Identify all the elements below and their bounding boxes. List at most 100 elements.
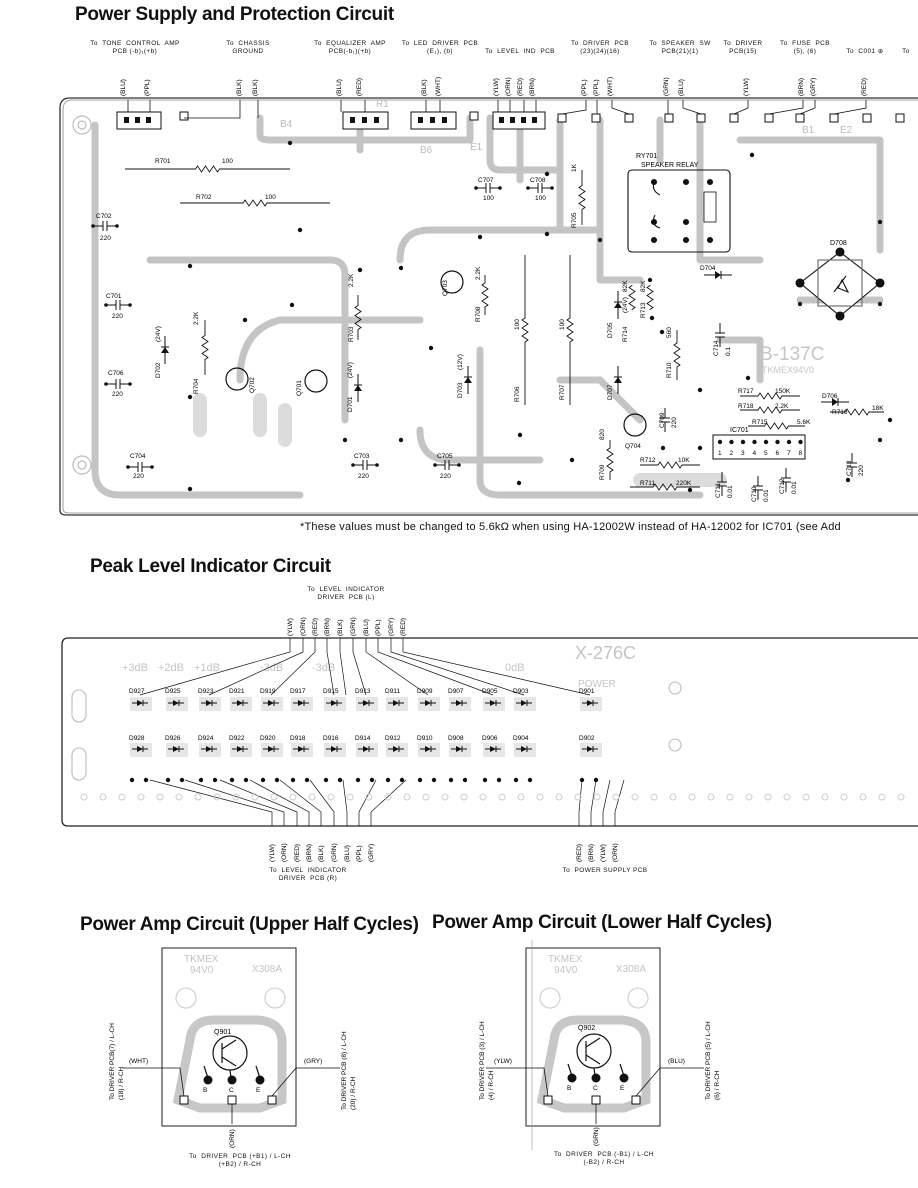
svg-text:220K: 220K xyxy=(676,480,692,487)
amp-lower-left-wire: (YLW) xyxy=(494,1058,512,1065)
led-d909: D909 xyxy=(417,688,440,711)
svg-text:0.1: 0.1 xyxy=(725,347,732,356)
diode-d702: D702(24V) xyxy=(155,326,169,378)
amp-lower-leads xyxy=(486,1067,704,1124)
svg-text:R702: R702 xyxy=(196,194,212,201)
peak-top-wire-color: (ORN) xyxy=(300,617,307,636)
ic701 xyxy=(712,434,806,460)
svg-text:C702: C702 xyxy=(96,213,112,220)
svg-text:R716: R716 xyxy=(832,409,848,416)
svg-text:D904: D904 xyxy=(513,735,529,742)
svg-text:D902: D902 xyxy=(579,735,595,742)
psu-wire-color: (GRN) xyxy=(663,77,670,96)
amp-lower-maker: TKMEX xyxy=(548,954,583,965)
silk-maker: TKMEX94V0 xyxy=(762,365,814,375)
amp-upper-right-label: To DRIVER PCB (8) / L-CH(20) / R-CH xyxy=(341,1031,357,1110)
svg-text:100: 100 xyxy=(514,319,521,330)
svg-text:R713: R713 xyxy=(640,302,647,318)
peak-bottom-label: To LEVEL INDICATOR DRIVER PCB (R) xyxy=(269,867,347,882)
svg-text:D916: D916 xyxy=(323,735,339,742)
silk-m3db: -3dB xyxy=(260,662,283,674)
svg-text:R717: R717 xyxy=(738,388,754,395)
q901-pin-c: C xyxy=(229,1087,234,1094)
svg-text:D908: D908 xyxy=(448,735,464,742)
silk-b1: B1 xyxy=(802,125,815,136)
peak-top-wire-color: (BLK) xyxy=(337,619,344,636)
speaker-relay xyxy=(627,169,731,253)
peak-top-wire-color: (RED) xyxy=(400,618,407,636)
amp-lower-right-label: To DRIVER PCB (5) / L-CH(6) / R-CH xyxy=(705,1021,721,1100)
solder-points xyxy=(187,140,893,493)
svg-text:D907: D907 xyxy=(448,688,464,695)
diode-d705: D705(24V) xyxy=(607,291,629,338)
amp-upper-94v0: 94V0 xyxy=(190,965,214,976)
amp-lower-bottom-label: To DRIVER PCB (-B1) / L-CH (-B2) / R-CH xyxy=(553,1151,655,1166)
amp-upper-silk: TKMEX 94V0 X308A xyxy=(184,954,282,976)
svg-text:D706: D706 xyxy=(822,393,838,400)
psu-note: *These values must be changed to 5.6kΩ w… xyxy=(300,521,841,533)
svg-text:D925: D925 xyxy=(165,688,181,695)
ic-pin-label: 7 xyxy=(787,450,791,457)
silk-e1: E1 xyxy=(470,142,483,153)
amp-upper-pads xyxy=(179,1075,277,1105)
psu-wire-color: (BLK) xyxy=(236,79,243,96)
svg-text:C710: C710 xyxy=(751,486,758,502)
psu-connector-label: To EQUALIZER AMP PCB(-b₁)(+b) xyxy=(314,40,386,55)
resistor-r713: R713 82K xyxy=(640,280,654,318)
led-d907: D907 xyxy=(448,688,471,711)
svg-text:R712: R712 xyxy=(640,457,656,464)
svg-text:D912: D912 xyxy=(385,735,401,742)
svg-text:82K: 82K xyxy=(640,280,647,292)
psu-wire-color: (PPL) xyxy=(144,79,151,96)
silk-2db: +2dB xyxy=(158,662,184,674)
silk-1db: +1dB xyxy=(194,662,220,674)
peak-top-wire-color: (GRN) xyxy=(350,617,357,636)
led-d903: D903 xyxy=(513,688,536,711)
svg-text:D703: D703 xyxy=(457,382,464,398)
svg-text:1K: 1K xyxy=(571,163,578,172)
svg-text:C701: C701 xyxy=(106,293,122,300)
peak-power-wire-color: (ORN) xyxy=(612,843,619,862)
svg-text:D915: D915 xyxy=(323,688,339,695)
svg-text:(12V): (12V) xyxy=(457,354,464,370)
led-d906: D906 xyxy=(482,735,505,757)
svg-text:100: 100 xyxy=(265,194,276,201)
svg-text:C708: C708 xyxy=(530,177,546,184)
svg-text:D917: D917 xyxy=(290,688,306,695)
svg-text:D707: D707 xyxy=(607,384,614,400)
svg-text:D702: D702 xyxy=(155,362,162,378)
psu-wire-color: (YLW) xyxy=(743,78,750,96)
q902-pin-c: C xyxy=(593,1085,598,1092)
transistor-q702: Q702 xyxy=(249,377,256,393)
psu-connector-label: To SPEAKER SW PCB(21)(1) xyxy=(649,40,711,55)
psu-square-pads xyxy=(179,111,905,123)
led-d908: D908 xyxy=(448,735,471,757)
peak-power-wire-color: (RED) xyxy=(576,844,583,862)
svg-text:D924: D924 xyxy=(198,735,214,742)
amp-lower-title: Power Amp Circuit (Lower Half Cycles) xyxy=(432,912,772,933)
led-d904: D904 xyxy=(513,735,536,757)
amp-lower-pads xyxy=(543,1073,641,1105)
svg-text:D919: D919 xyxy=(260,688,276,695)
diode-d706: D706 xyxy=(821,393,849,406)
psu-wire-labels: (BLU)(PPL)(BLK)(BLK)(BLU)(RED)(BLK)(WHT)… xyxy=(120,77,868,96)
ic-pin-label: 1 xyxy=(718,450,722,457)
relay-ref: RY701 xyxy=(636,153,657,160)
led-d911: D911 xyxy=(385,688,408,711)
ic-pin-label: 5 xyxy=(764,450,768,457)
ic-pin-label: 8 xyxy=(799,450,803,457)
svg-text:D705: D705 xyxy=(607,322,614,338)
svg-text:R718: R718 xyxy=(738,403,754,410)
led-d915: D915 xyxy=(323,688,346,711)
